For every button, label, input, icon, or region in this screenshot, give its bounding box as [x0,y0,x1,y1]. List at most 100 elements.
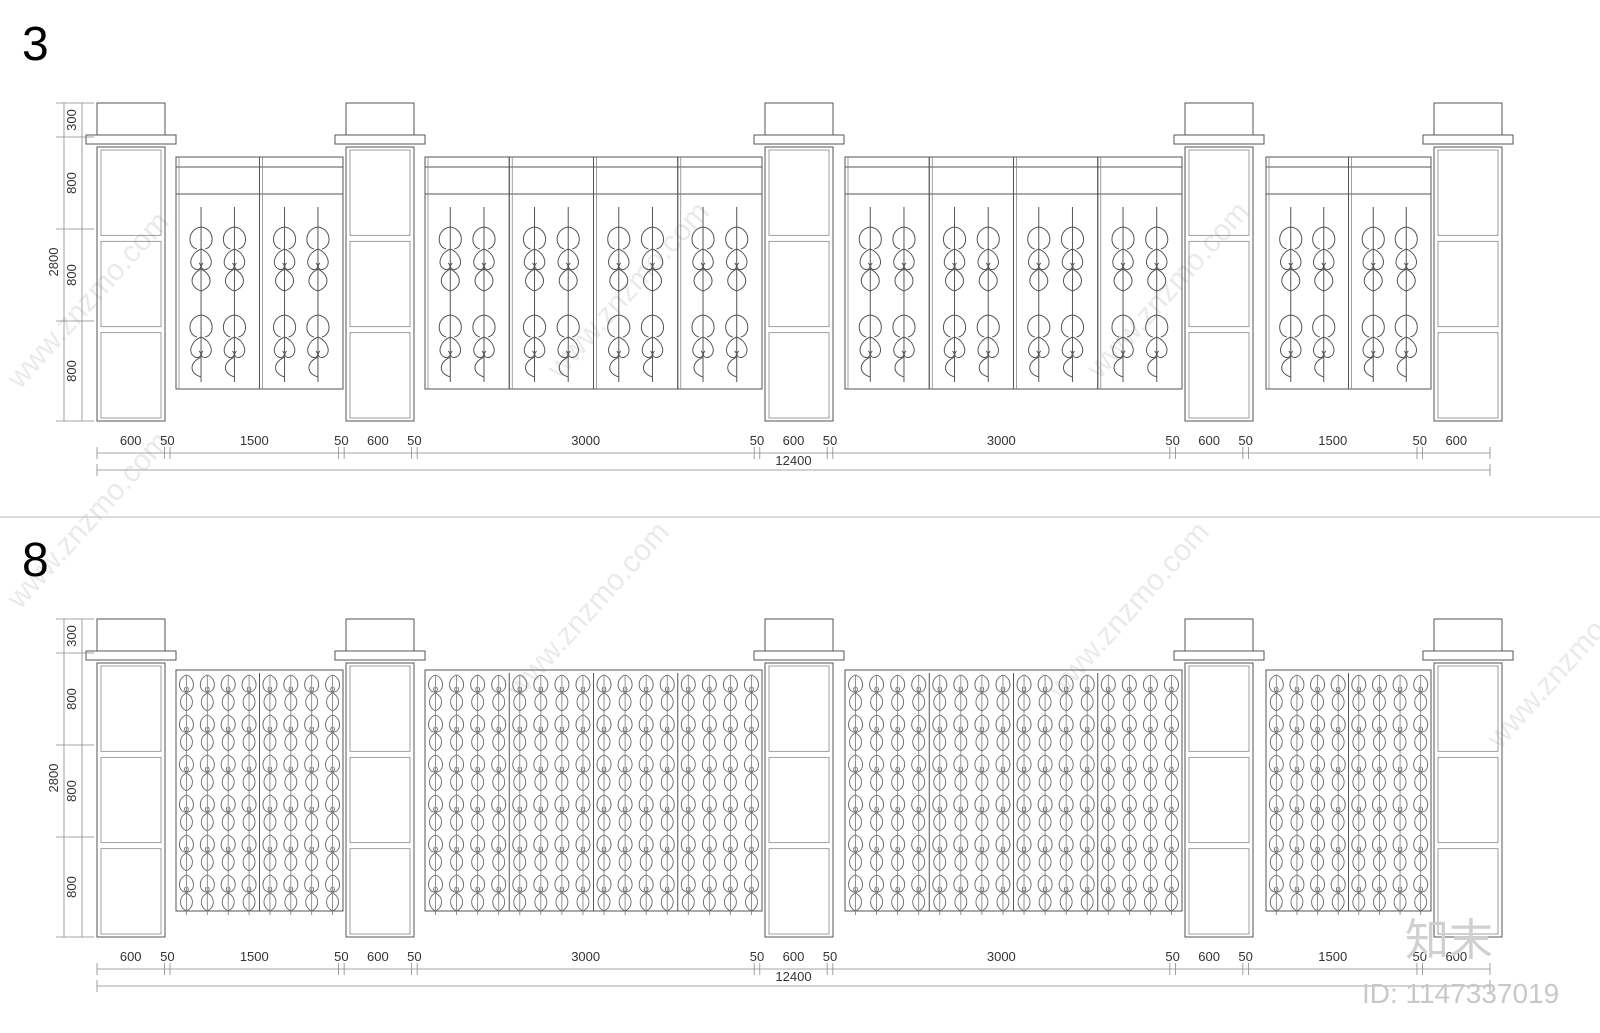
stone-panel [349,665,411,752]
scroll-ornament [995,794,1011,836]
pillar [85,102,177,422]
fence-panel [844,156,930,390]
scroll-ornament [522,206,547,383]
scroll-ornament [1163,794,1179,836]
scroll-ornament [848,794,864,836]
pillar-body [1184,146,1254,422]
pillar-cap-slab [85,650,177,661]
fence-panel [1348,156,1432,390]
scroll-ornament [722,754,738,796]
pillar [1173,618,1265,938]
scroll-ornament [1289,874,1305,916]
scroll-ornament [1058,714,1074,756]
scroll-ornament [241,674,257,716]
scroll-ornament [472,206,496,383]
scroll-ornament [701,754,717,796]
scroll-ornament [892,206,916,383]
scroll-ornament [1142,754,1158,796]
scroll-ornament [1371,714,1387,756]
scroll-ornament [325,674,341,716]
scroll-ornament [1351,754,1367,796]
dim-label: 600 [783,949,805,964]
scroll-ornament [638,754,654,796]
scroll-ornament [1392,674,1408,716]
scroll-ornament [596,714,612,756]
scroll-ornament [575,834,591,876]
scroll-ornament [304,834,320,876]
scroll-ornament [1289,714,1305,756]
dim-label: 1500 [1318,433,1347,448]
scroll-ornament [974,794,990,836]
scroll-ornament [283,674,299,716]
stone-panel [1437,332,1499,419]
dim-label: 50 [160,433,174,448]
scroll-ornament [449,754,465,796]
scroll-ornament [1163,714,1179,756]
scroll-ornament [890,714,906,756]
scroll-ornament [178,754,194,796]
stone-panel [768,149,830,236]
scroll-ornament [470,714,486,756]
scroll-ornament [1413,834,1429,876]
scroll-ornament [1037,874,1053,916]
stone-panel [349,149,411,236]
dim-label: 800 [64,876,79,898]
scroll-ornament [911,874,927,916]
stone-panel [768,332,830,419]
pillar-body [96,662,166,938]
scroll-ornament [1351,874,1367,916]
pillar-cap [345,102,415,136]
fence-panel [1265,156,1349,390]
scroll-ornament [869,834,885,876]
scroll-ornament [491,794,507,836]
scroll-ornament [1289,754,1305,796]
scroll-ornament [1027,206,1051,383]
scroll-ornament [1142,714,1158,756]
pillar-cap [1184,618,1254,652]
scroll-ornament [858,206,882,383]
scroll-ornament [596,834,612,876]
scroll-ornament [222,206,247,383]
scroll-ornament [449,674,465,716]
scroll-ornament [1100,874,1116,916]
scroll-ornament [438,206,462,383]
scroll-ornament [199,794,215,836]
scroll-ornament [848,834,864,876]
stone-panel [1188,332,1250,419]
scroll-ornament [743,874,759,916]
scroll-ornament [1163,674,1179,716]
scroll-ornament [1100,834,1116,876]
stone-panel [100,149,162,236]
dim-label: 800 [64,264,79,286]
fence-bay [424,156,763,390]
scroll-ornament [617,754,633,796]
scroll-ornament [1268,674,1284,716]
scroll-ornament [554,874,570,916]
scroll-ornament [722,674,738,716]
fence-bay [1265,156,1432,390]
scroll-ornament [199,674,215,716]
stone-panel [1188,848,1250,935]
scroll-ornament [1413,754,1429,796]
scroll-ornament [1392,754,1408,796]
scroll-ornament [911,754,927,796]
pillar-cap-slab [753,134,845,145]
scroll-ornament [262,834,278,876]
dim-label-total: 2800 [46,764,61,793]
scroll-ornament [701,714,717,756]
stone-panel [100,332,162,419]
scroll-ornament [869,874,885,916]
dim-label: 600 [1445,433,1467,448]
scroll-ornament [680,674,696,716]
dim-label: 50 [750,433,764,448]
scroll-ornament [1121,754,1137,796]
scroll-ornament [1268,754,1284,796]
dim-label: 50 [1413,433,1427,448]
scroll-ornament [1371,754,1387,796]
scroll-ornament [178,834,194,876]
pillar-cap [764,102,834,136]
dim-label: 50 [750,949,764,964]
dim-label-total: 12400 [775,453,811,468]
scroll-ornament [199,714,215,756]
scroll-ornament [241,834,257,876]
